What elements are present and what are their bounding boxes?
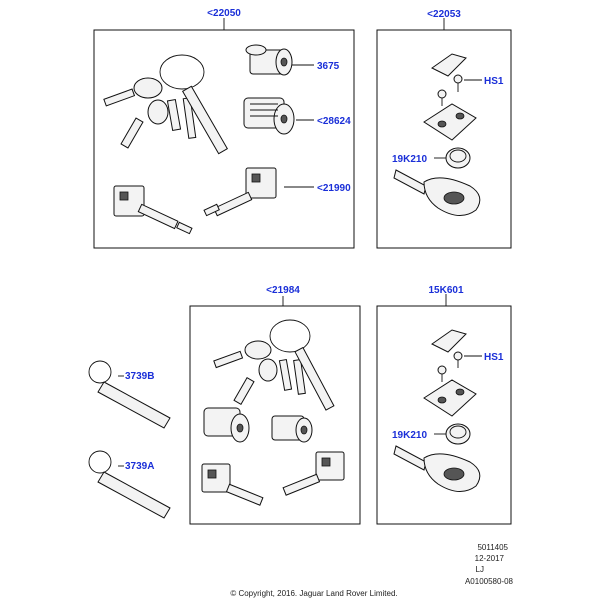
callout-28624: <28624: [317, 116, 351, 127]
panel-22050: <22050 3675: [93, 8, 355, 249]
lock-barrel-2-illustration: [203, 407, 250, 443]
panel-21984-frame: [189, 305, 361, 525]
drawing-initials: LJ: [476, 565, 484, 574]
battery-19k210-bottom-illustration: [445, 423, 471, 445]
key-fob-top-illustration: [393, 169, 481, 216]
callout-hs1-bottom: HS1: [484, 352, 504, 363]
callout-3739b: 3739B: [125, 371, 154, 382]
key-fob-bottom-illustration: [393, 445, 481, 492]
key-tag-3739a-illustration: [88, 450, 171, 519]
callout-21984: <21984: [266, 285, 300, 296]
key-cover-2-illustration: [431, 329, 467, 353]
door-lock-right-illustration: [203, 167, 277, 217]
lock-cylinder-2-illustration: [271, 415, 313, 443]
copyright-notice: © Copyright, 2016. Jaguar Land Rover Lim…: [230, 589, 397, 598]
transmitter-housing-illustration: [423, 103, 477, 141]
callout-21990: <21990: [317, 183, 351, 194]
door-lock-3-illustration: [201, 463, 264, 506]
callout-hs1-top: HS1: [484, 76, 504, 87]
door-lock-left-illustration: [113, 185, 193, 235]
lock-cylinder-3675-illustration: [245, 44, 293, 76]
panel-15k601-frame: [376, 305, 512, 525]
transmitter-housing-2-illustration: [423, 379, 477, 417]
callout-15k601: 15K601: [428, 285, 463, 296]
drawing-reference: A0100580-08: [465, 577, 514, 586]
key-set-2-illustration: [213, 319, 335, 411]
callout-19k210-top: 19K210: [392, 154, 427, 165]
door-lock-4-illustration: [282, 451, 345, 496]
drawing-date: 12-2017: [475, 554, 505, 563]
screw-hs1-top-illustration: [437, 74, 463, 106]
key-tag-3739b-illustration: [88, 360, 171, 429]
callout-3739a: 3739A: [125, 461, 154, 472]
callout-3675: 3675: [317, 61, 340, 72]
key-set-illustration: [103, 54, 229, 155]
footer-meta: 5011405 12-2017 LJ A0100580-08 © Copyrig…: [230, 543, 513, 598]
drawing-code: 5011405: [477, 543, 508, 552]
screw-hs1-bottom-illustration: [437, 351, 463, 382]
callout-22050: <22050: [207, 8, 241, 19]
callout-19k210-bottom: 19K210: [392, 430, 427, 441]
panel-22053: <22053 HS1 19K210: [376, 9, 512, 249]
callout-22053: <22053: [427, 9, 461, 20]
battery-19k210-top-illustration: [445, 147, 471, 169]
key-cover-illustration: [431, 53, 467, 77]
lock-barrel-28624-illustration: [243, 97, 295, 135]
panel-15k601: 15K601 HS1 19K210: [376, 285, 512, 525]
panel-21984: <21984: [189, 285, 361, 525]
